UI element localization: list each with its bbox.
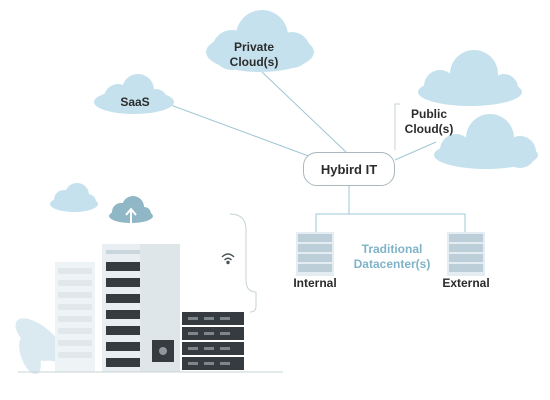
cloud-icon-saas: [94, 74, 174, 114]
server-rack-icon-external: [447, 232, 485, 276]
external-label: External: [442, 276, 490, 290]
cloud-icon-private: [206, 10, 314, 72]
wifi-icon: [221, 253, 235, 265]
cloud-upload-icon: [109, 196, 153, 244]
cable-line: [229, 213, 257, 313]
internal-label: Internal: [293, 276, 337, 290]
server-rack-icon-main: [102, 244, 180, 372]
cloud-icon-public-bottom: [434, 114, 538, 169]
connector-private-cloud: [261, 71, 347, 153]
hybrid-it-node: Hybird IT: [303, 152, 395, 186]
cloud-icon-public-top: [418, 50, 522, 106]
connector-lines: [167, 71, 466, 232]
connector-branch: [315, 213, 466, 232]
datacenter-label: Traditional Datacenter(s): [353, 242, 431, 271]
server-rack-icon-dark: [182, 312, 244, 370]
public-cloud-label: Public Cloud(s): [404, 107, 454, 136]
server-rack-icon-internal: [296, 232, 334, 276]
private-cloud-label: Private Cloud(s): [229, 40, 279, 69]
server-rack-icon-back: [55, 262, 95, 372]
connector-public-cloud: [394, 141, 437, 161]
public-cloud-bracket: [394, 103, 400, 150]
cloud-icon-small: [50, 183, 98, 212]
saas-label: SaaS: [120, 95, 150, 109]
connector-saas: [167, 103, 315, 159]
